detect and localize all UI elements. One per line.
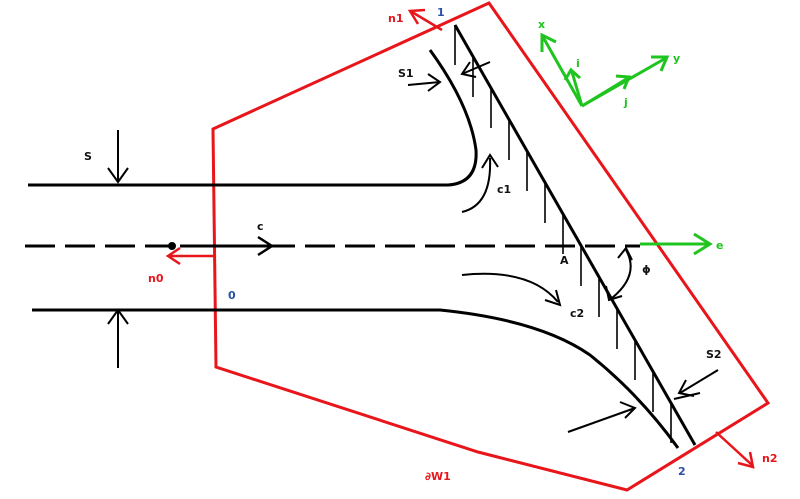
label-c2: c2 [570, 307, 584, 320]
phi-arrowhead-bottom [605, 285, 623, 302]
phi-arrowhead-top [617, 246, 633, 261]
n2-normal-arrow [715, 431, 753, 466]
label-y-axis: y [673, 52, 680, 65]
label-s: S [84, 150, 92, 163]
label-c1: c1 [497, 183, 511, 196]
i-vector-arrowhead [563, 67, 581, 81]
c2-arrowhead [544, 289, 562, 307]
label-x-axis: x [538, 18, 545, 31]
label-A: A [560, 254, 569, 267]
s1-arrow [407, 81, 441, 86]
thickness-arrow-bottom-head [107, 308, 129, 325]
y-axis-arrowhead [651, 55, 670, 72]
wall-plate [453, 24, 697, 446]
label-n1: n1 [388, 12, 404, 25]
x-axis-line [541, 36, 584, 107]
c1-arrowhead [481, 153, 499, 169]
wall-hatching [454, 25, 672, 443]
s2-arrow-wall [673, 392, 701, 400]
s1-arrow-wall-head [460, 61, 477, 78]
e-direction-arrowhead [693, 232, 713, 256]
label-zero: 0 [228, 289, 236, 302]
label-c: c [257, 220, 264, 233]
upper-streamline [28, 49, 478, 187]
coordinate-axes [540, 32, 670, 108]
i-vector-line [570, 71, 584, 107]
j-vector-arrowhead [615, 74, 632, 90]
label-point-1: 1 [437, 6, 445, 19]
n1-normal-arrowhead [407, 8, 426, 25]
lower-streamline [32, 308, 680, 449]
n0-normal-arrowhead [165, 246, 181, 266]
c1-curved-arrow [461, 157, 492, 213]
s2-arrow [679, 369, 719, 394]
label-e: e [716, 239, 723, 252]
phi-angle-arc [611, 249, 632, 299]
label-dW1: ∂W1 [425, 470, 451, 483]
x-axis-arrowhead [540, 32, 557, 52]
label-j-vector: j [623, 96, 628, 109]
thickness-arrow-top-head [107, 167, 129, 184]
label-phi: ϕ [642, 263, 651, 276]
n2-normal-arrowhead [737, 451, 755, 469]
label-n0: n0 [148, 272, 164, 285]
s2-arrow-lower [567, 407, 636, 433]
label-point-2: 2 [678, 465, 686, 478]
label-s1: S1 [398, 67, 414, 80]
label-n2: n2 [762, 452, 778, 465]
s2-arrow-lower-head [619, 401, 637, 419]
velocity-c-arrowhead [257, 235, 275, 257]
s1-arrow-wall [461, 61, 491, 75]
label-s2: S2 [706, 348, 722, 361]
n1-normal-arrow [411, 10, 443, 32]
c2-curved-arrow [461, 272, 559, 303]
control-volume-boundary [211, 1, 771, 492]
inlet-point [168, 242, 176, 250]
s1-arrowhead [427, 73, 442, 92]
j-vector-line [581, 76, 629, 108]
label-i-vector: i [576, 57, 580, 70]
